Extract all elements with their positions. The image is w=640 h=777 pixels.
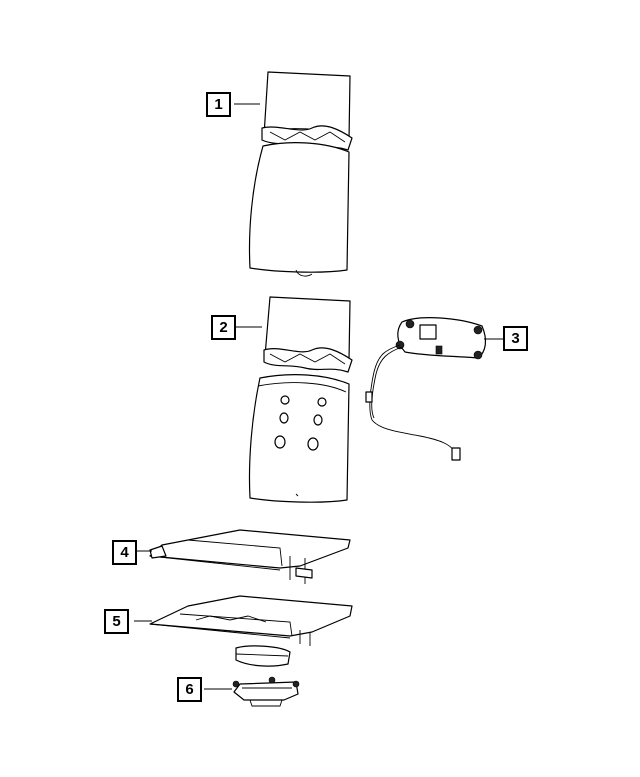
part-6-seat-module[interactable]	[232, 676, 300, 707]
callout-1[interactable]: 1	[206, 92, 231, 117]
part-4-seat-cushion-cover[interactable]	[149, 529, 351, 584]
callout-3[interactable]: 3	[503, 326, 528, 351]
callout-4[interactable]: 4	[112, 540, 137, 565]
part-2-seat-back[interactable]	[248, 296, 353, 503]
callout-5[interactable]: 5	[104, 609, 129, 634]
part-5-seat-cushion-pad[interactable]	[149, 595, 353, 667]
callout-6[interactable]: 6	[177, 677, 202, 702]
part-1-seat-back-cover[interactable]	[248, 71, 353, 277]
callout-2[interactable]: 2	[211, 315, 236, 340]
part-3-heater-harness[interactable]	[365, 317, 487, 461]
